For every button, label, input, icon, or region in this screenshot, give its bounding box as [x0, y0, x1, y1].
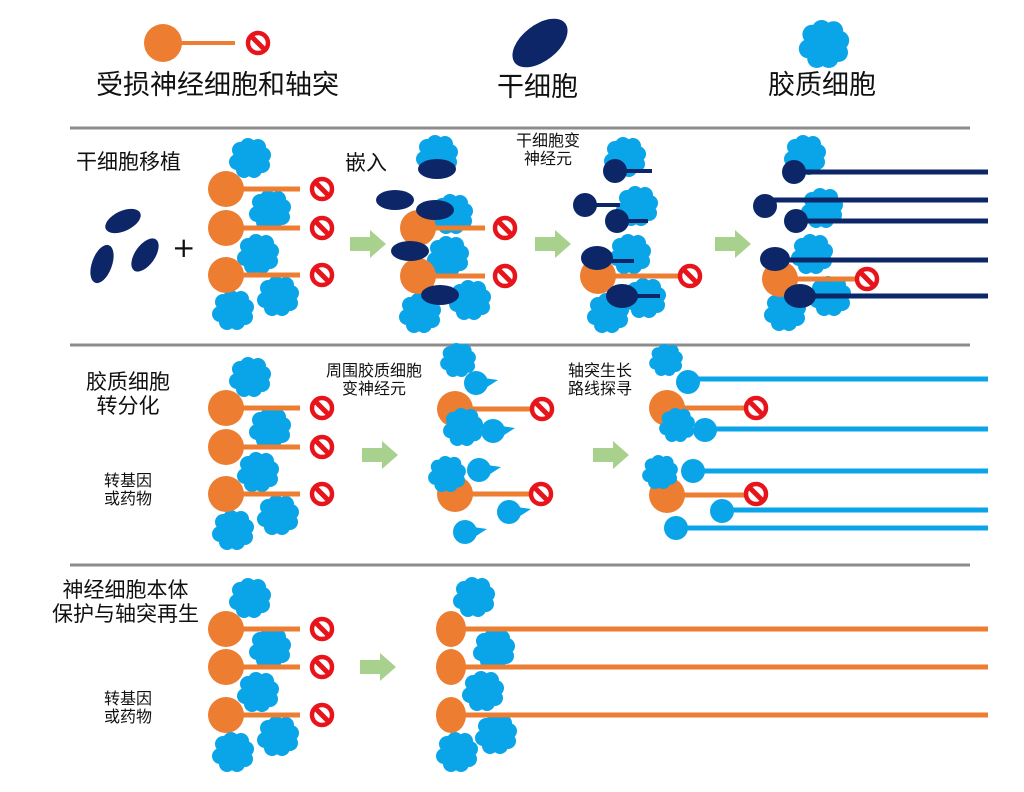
glia-derived-neurons [642, 344, 988, 540]
plus-sign: + [172, 231, 195, 264]
glia-converting-cluster [428, 343, 552, 544]
legend-glia-icon [798, 20, 850, 68]
step-arrow [362, 441, 398, 469]
step-arrow [535, 230, 571, 258]
section-title-neuron-protection: 神经细胞本体 保护与轴突再生 [52, 578, 199, 627]
embedding-cluster [376, 135, 515, 333]
section-title-glia-transdifferentiation: 胶质细胞 转分化 [86, 370, 170, 419]
injured-neuron-cluster [208, 357, 332, 550]
legend-glia-label: 胶质细胞 [768, 70, 876, 101]
legend-damaged-neuron-icon [144, 24, 268, 62]
regenerated-stem-neurons [753, 135, 988, 331]
regenerated-neurons [436, 577, 988, 772]
differentiated-cluster [573, 137, 700, 333]
step-label-axon-pathfinding: 轴突生长 路线探寻 [568, 361, 633, 399]
step-label-glia-to-neuron: 周围胶质细胞 变神经元 [326, 361, 423, 399]
injured-neuron-cluster [208, 138, 332, 330]
section-title-stem-cell-transplant: 干细胞移植 [76, 150, 181, 174]
legend-stem-cell-icon [512, 18, 568, 68]
step-arrow [360, 653, 396, 681]
step-arrow [350, 230, 386, 258]
step-label-stem-to-neuron: 干细胞变 神经元 [516, 131, 581, 169]
legend-stem-cell-label: 干细胞 [497, 72, 578, 103]
legend-damaged-neuron-label: 受损神经细胞和轴突 [96, 70, 339, 101]
step-label-embed: 嵌入 [345, 151, 387, 175]
method-label-transgene-drug: 转基因 或药物 [104, 471, 153, 509]
stem-cells-group [90, 208, 159, 284]
injured-neuron-cluster [208, 578, 332, 772]
step-arrow [593, 441, 629, 469]
method-label-transgene-drug: 转基因 或药物 [104, 689, 153, 727]
step-arrow [715, 230, 751, 258]
